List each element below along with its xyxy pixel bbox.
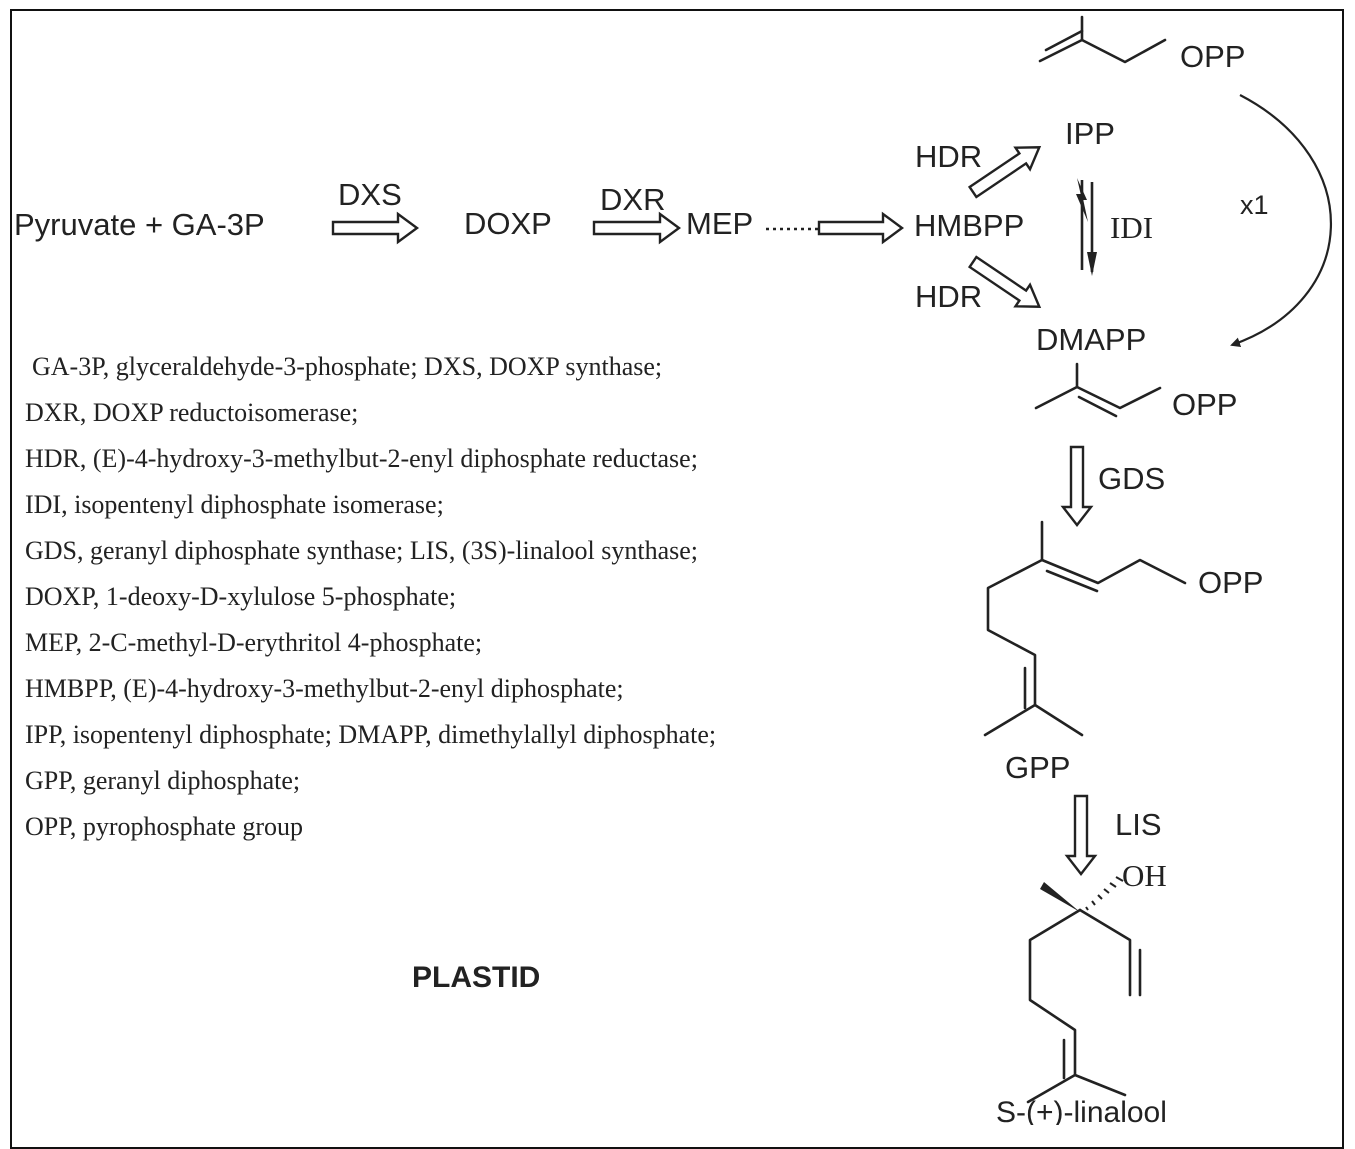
legend-line: IDI, isopentenyl diphosphate isomerase; — [25, 490, 444, 519]
gds-arrow — [1060, 445, 1094, 527]
dmapp-opp-label: OPP — [1172, 387, 1237, 422]
gds-enzyme-label: GDS — [1098, 461, 1165, 496]
legend-line: DXR, DOXP reductoisomerase; — [25, 398, 358, 427]
lis-arrow — [1064, 794, 1098, 876]
ipp-opp-label: OPP — [1180, 39, 1245, 74]
idi-equilibrium-arrows — [1076, 178, 1097, 276]
linalool-label: S-(+)-linalool — [996, 1096, 1167, 1125]
linalool-oh-label: OH — [1122, 858, 1167, 893]
dxr-arrow — [592, 211, 682, 245]
doxp-label: DOXP — [464, 206, 552, 241]
legend-line: GDS, geranyl diphosphate synthase; LIS, … — [25, 536, 698, 565]
mep-to-hmbpp-arrow — [817, 211, 905, 245]
compartment-label: PLASTID — [412, 961, 540, 994]
dxs-enzyme-label: DXS — [338, 177, 402, 212]
ipp-label: IPP — [1065, 116, 1115, 151]
dxs-arrow — [331, 211, 420, 245]
linalool-structure — [1026, 876, 1142, 1104]
legend-line: MEP, 2-C-methyl-D-erythritol 4-phosphate… — [25, 628, 482, 657]
dxr-enzyme-label: DXR — [600, 182, 665, 217]
idi-enzyme-label: IDI — [1110, 210, 1153, 245]
lis-enzyme-label: LIS — [1115, 807, 1162, 842]
mep-pathway-diagram: Pyruvate + GA-3P DXS DOXP DXR MEP HMBPP … — [14, 15, 1332, 1125]
legend-line: OPP, pyrophosphate group — [25, 812, 303, 841]
legend-line: DOXP, 1-deoxy-D-xylulose 5-phosphate; — [25, 582, 456, 611]
legend-line: GPP, geranyl diphosphate; — [25, 766, 300, 795]
hdr-top-enzyme-label: HDR — [915, 139, 982, 174]
hdr-bottom-enzyme-label: HDR — [915, 279, 982, 314]
legend-line: HDR, (E)-4-hydroxy-3-methylbut-2-enyl di… — [25, 444, 698, 473]
hmbpp-label: HMBPP — [914, 208, 1024, 243]
abbreviation-legend: GA-3P, glyceraldehyde-3-phosphate; DXS, … — [25, 352, 716, 841]
legend-line: GA-3P, glyceraldehyde-3-phosphate; DXS, … — [32, 352, 662, 381]
gpp-opp-label: OPP — [1198, 565, 1263, 600]
ipp-structure — [1038, 15, 1167, 64]
hdr-to-ipp-arrow — [967, 146, 1042, 199]
legend-line: IPP, isopentenyl diphosphate; DMAPP, dim… — [25, 720, 716, 749]
hdr-to-dmapp-arrow — [967, 255, 1042, 308]
gpp-structure — [983, 520, 1187, 737]
cycle-count-label: x1 — [1240, 190, 1269, 220]
legend-line: HMBPP, (E)-4-hydroxy-3-methylbut-2-enyl … — [25, 674, 624, 703]
dmapp-label: DMAPP — [1036, 322, 1146, 357]
pyruvate-ga3p-label: Pyruvate + GA-3P — [14, 207, 265, 242]
cycle-arrow — [1230, 94, 1332, 348]
gpp-label: GPP — [1005, 750, 1070, 785]
dmapp-structure — [1034, 362, 1162, 418]
mep-label: MEP — [686, 206, 753, 241]
